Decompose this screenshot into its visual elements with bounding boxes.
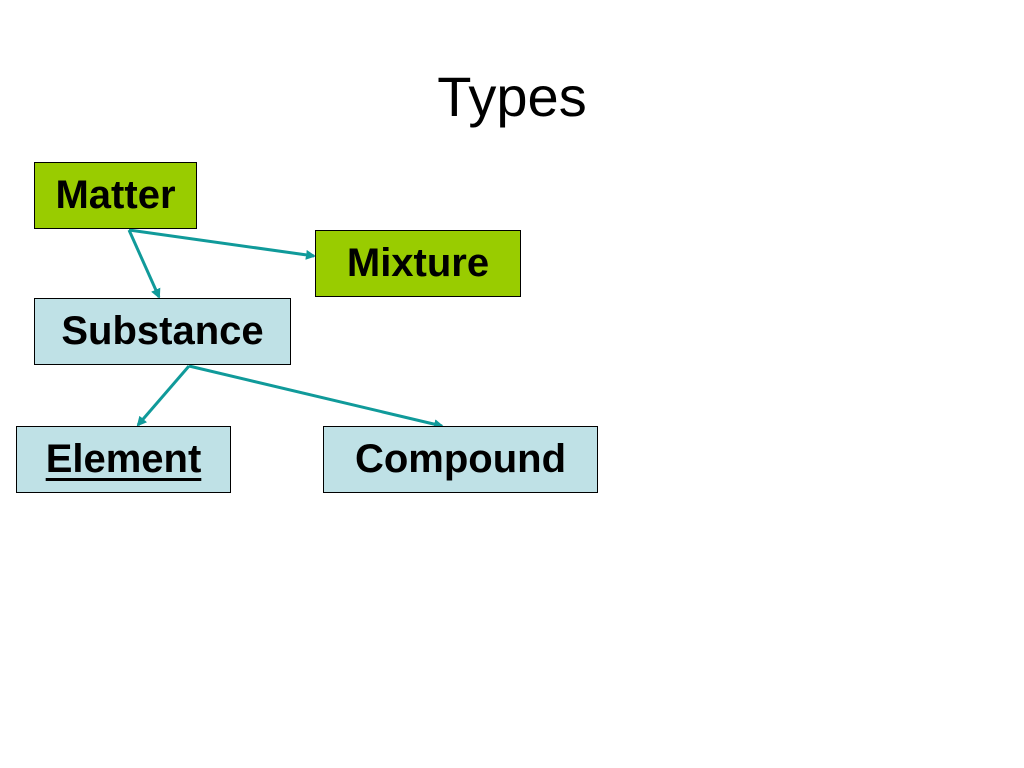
arrow-substance-to-compound — [188, 364, 444, 430]
node-element: Element — [16, 426, 231, 493]
slide-title: Types — [437, 65, 587, 128]
arrow-matter-to-substance — [127, 229, 161, 299]
arrow-substance-to-element — [136, 365, 191, 427]
node-compound: Compound — [323, 426, 598, 493]
node-element-label: Element — [45, 437, 202, 481]
arrow-matter-to-mixture — [128, 228, 316, 260]
node-compound-label: Compound — [354, 437, 567, 481]
node-substance-label: Substance — [61, 309, 264, 353]
node-substance: Substance — [34, 298, 291, 365]
node-matter: Matter — [34, 162, 197, 229]
node-mixture: Mixture — [315, 230, 521, 297]
node-mixture-label: Mixture — [346, 241, 490, 285]
node-matter-label: Matter — [55, 173, 176, 217]
